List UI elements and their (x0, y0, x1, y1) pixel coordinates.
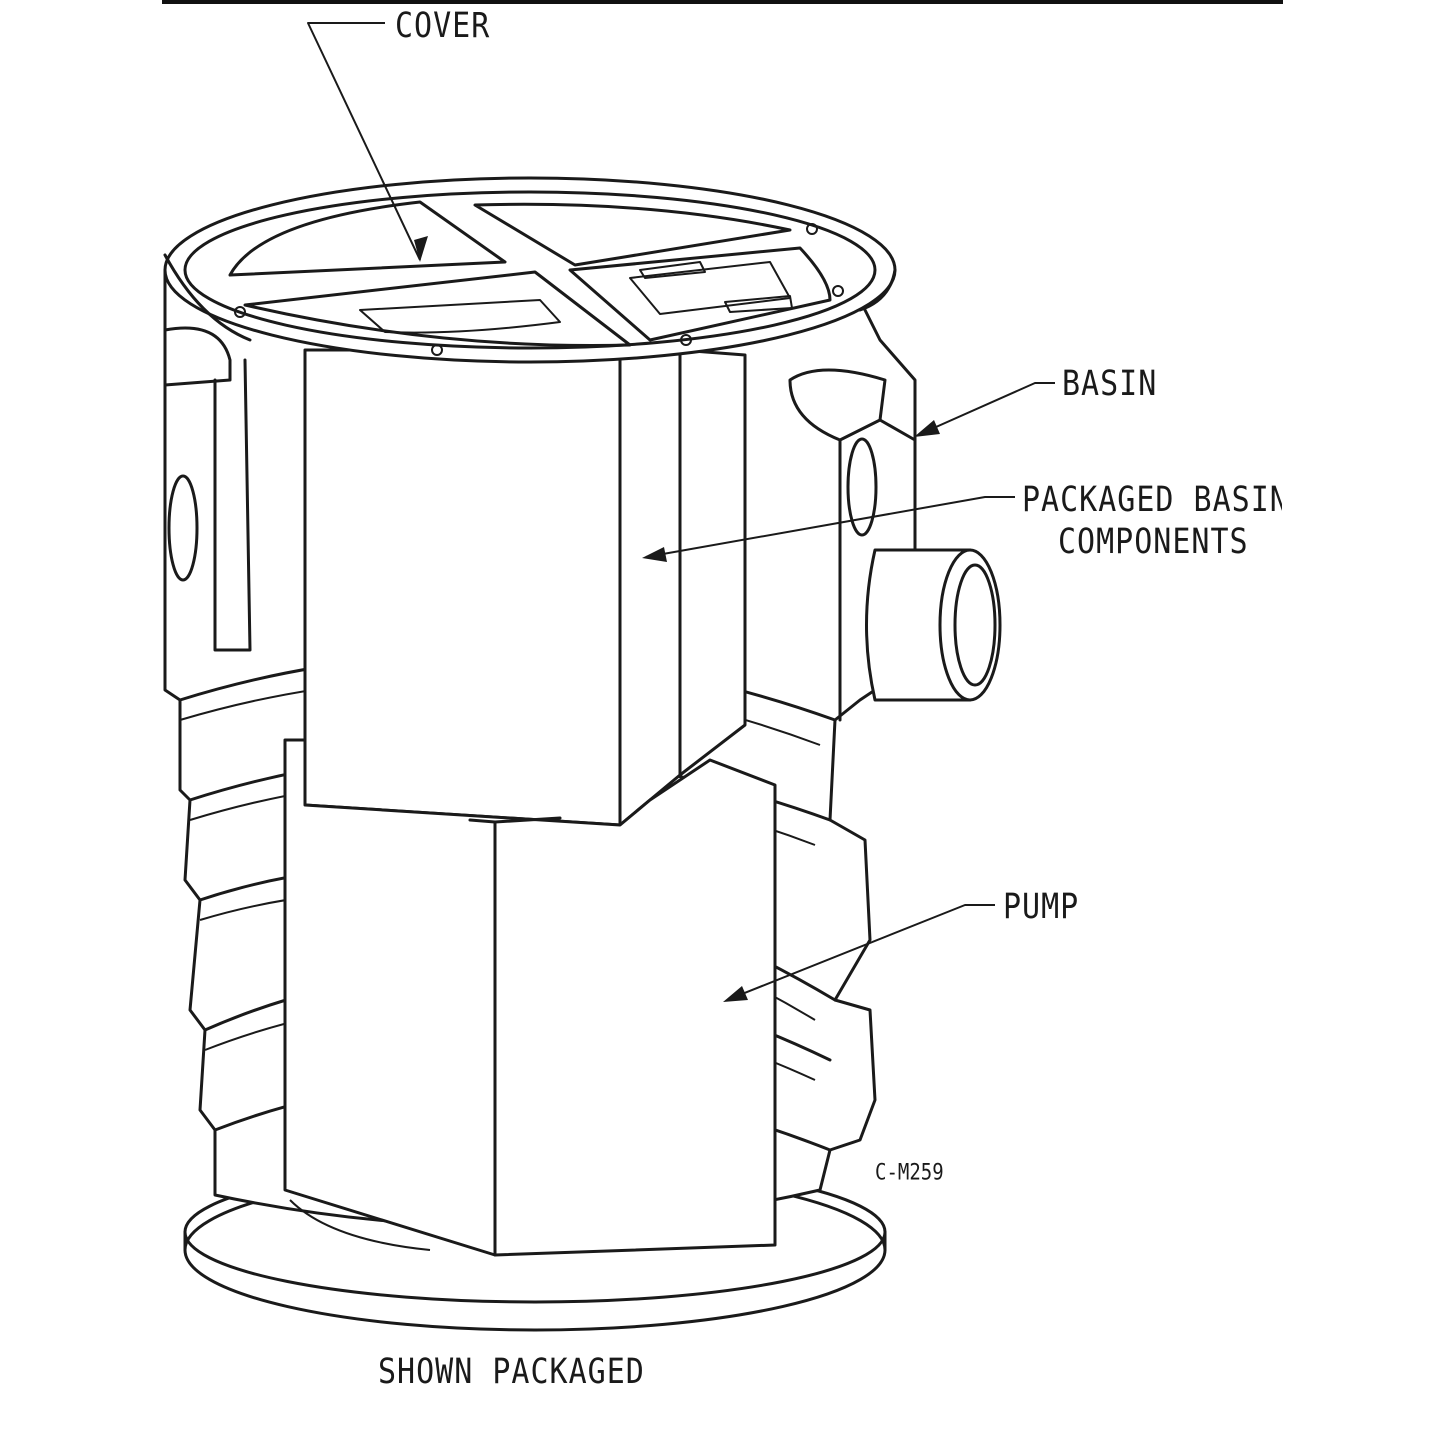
components-arrowhead (642, 547, 667, 562)
basin-cover (163, 176, 897, 364)
cover-label: COVER (395, 6, 491, 47)
packaged-components-box (303, 348, 747, 827)
packaged-basin-label: PACKAGED BASIN (1022, 480, 1282, 521)
left-inlet-hole (167, 474, 199, 582)
caption-label: SHOWN PACKAGED (378, 1352, 645, 1393)
basin-arrowhead (914, 420, 940, 437)
basin-label: BASIN (1062, 364, 1158, 405)
discharge-pipe (865, 548, 1002, 702)
right-inlet-hole (846, 437, 878, 537)
components-label: COMPONENTS (1058, 522, 1249, 563)
cover-arrowhead (414, 236, 428, 262)
pump-arrowhead (723, 986, 748, 1002)
pump-box (283, 738, 777, 1257)
pump-label: PUMP (1003, 887, 1080, 928)
drawing-id-label: C-M259 (875, 1160, 944, 1186)
leader-lines (307, 22, 1055, 1002)
